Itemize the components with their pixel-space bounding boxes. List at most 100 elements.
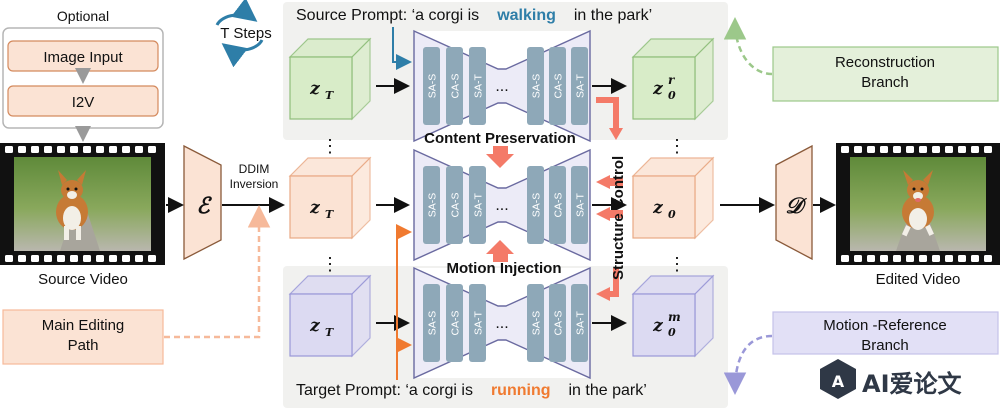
film-sprocket: [893, 255, 901, 262]
film-sprocket: [83, 146, 91, 153]
unet-block-label: SA-T: [473, 192, 485, 217]
target-prompt-mid-arrow: [396, 224, 412, 380]
film-sprocket: [148, 255, 156, 262]
unet-block-label: SA-S: [427, 74, 439, 99]
edited-video-label: Edited Video: [876, 271, 961, 288]
unet-block: [527, 284, 544, 362]
unet-block-label: CA-S: [450, 192, 462, 217]
unet-block: [527, 47, 544, 125]
unet-block: [423, 166, 440, 244]
unet-block: [549, 284, 566, 362]
latent-symbol: z: [309, 316, 320, 336]
unet-block-label: SA-S: [427, 193, 439, 218]
unet-ellipsis: ...: [495, 78, 508, 95]
film-sprocket: [945, 255, 953, 262]
film-sprocket: [854, 146, 862, 153]
dots-zt-bot: ⋮: [321, 254, 339, 274]
latent-superscript: m: [668, 310, 681, 324]
watermark-text: AI爱论文: [862, 370, 963, 398]
source-prompt-verb: walking: [496, 7, 556, 24]
optional-panel: Optional Image Input I2V: [2, 8, 164, 142]
unet-block-label: CA-S: [553, 310, 565, 335]
film-sprocket: [906, 255, 914, 262]
unet-block-label: CA-S: [553, 192, 565, 217]
latent-subscript: 0: [668, 326, 676, 339]
main-editing-path-line2: Path: [68, 337, 99, 354]
film-sprocket: [44, 255, 52, 262]
film-sprocket: [984, 255, 992, 262]
target-prompt-prefix: Target Prompt: ‘a corgi is: [296, 382, 473, 399]
latent-subscript: T: [325, 208, 334, 221]
unet-ellipsis: ...: [495, 197, 508, 214]
motion-reference-pointer: [723, 334, 773, 395]
film-sprocket: [57, 255, 65, 262]
target-prompt-suffix: in the park’: [569, 382, 647, 399]
main-editing-path-box: [2, 309, 164, 365]
film-sprocket: [31, 255, 39, 262]
film-sprocket: [880, 146, 888, 153]
t-steps-label: T Steps: [220, 25, 271, 42]
content-preservation-label: Content Preservation: [424, 130, 576, 147]
unet-block-label: SA-T: [575, 310, 587, 335]
corgi-running-image: [901, 170, 934, 237]
unet-block: [571, 47, 588, 125]
film-sprocket: [109, 255, 117, 262]
film-sprocket: [57, 146, 65, 153]
film-sprocket: [919, 146, 927, 153]
unet-block: [571, 166, 588, 244]
unet-block-label: CA-S: [553, 73, 565, 98]
unet-block: [446, 284, 463, 362]
source-prompt-suffix: in the park’: [574, 7, 652, 24]
film-sprocket: [135, 255, 143, 262]
main-editing-path-pointer: [164, 205, 271, 339]
reconstruction-pointer: [723, 17, 773, 76]
film-sprocket: [945, 146, 953, 153]
unet-block-label: CA-S: [450, 310, 462, 335]
encoder-trapezoid: [183, 144, 222, 261]
i2v-label: I2V: [72, 94, 95, 111]
latent-superscript: r: [668, 73, 676, 87]
film-sprocket: [854, 255, 862, 262]
unet-block-label: SA-S: [531, 74, 543, 99]
film-sprocket: [70, 146, 78, 153]
unet-block: [446, 166, 463, 244]
latent-symbol: z: [309, 79, 320, 99]
film-sprocket: [148, 146, 156, 153]
latent-symbol: z: [309, 198, 320, 218]
motion-reference-branch-box: [772, 311, 999, 355]
unet-block: [527, 166, 544, 244]
latent-symbol: z: [652, 316, 663, 336]
source-video-label: Source Video: [38, 271, 128, 288]
film-sprocket: [122, 146, 130, 153]
unet-block: [571, 284, 588, 362]
ddim-label-line1: DDIM: [239, 162, 270, 176]
reconstruction-branch-box: [772, 46, 999, 102]
ddim-label-line2: Inversion: [230, 177, 279, 191]
latent-symbol: z: [652, 79, 663, 99]
latent-subscript: 0: [668, 208, 676, 221]
film-sprocket: [31, 146, 39, 153]
unet-block-label: SA-S: [531, 311, 543, 336]
film-sprocket: [18, 255, 26, 262]
structure-control-bot-line: [608, 268, 619, 297]
unet-block-label: SA-S: [531, 193, 543, 218]
corgi-image: [56, 170, 88, 240]
motion-reference-branch-line1: Motion -Reference: [823, 317, 946, 334]
film-sprocket: [96, 255, 104, 262]
film-sprocket: [44, 146, 52, 153]
edited-video-filmstrip: [836, 143, 1000, 265]
svg-text:A: A: [832, 372, 845, 391]
source-prompt-arrow: [392, 27, 412, 70]
film-sprocket: [958, 146, 966, 153]
unet-block: [469, 47, 486, 125]
film-sprocket: [83, 255, 91, 262]
latent-subscript: T: [325, 89, 334, 102]
unet-block: [549, 166, 566, 244]
film-sprocket: [893, 146, 901, 153]
target-prompt-verb: running: [491, 382, 551, 399]
